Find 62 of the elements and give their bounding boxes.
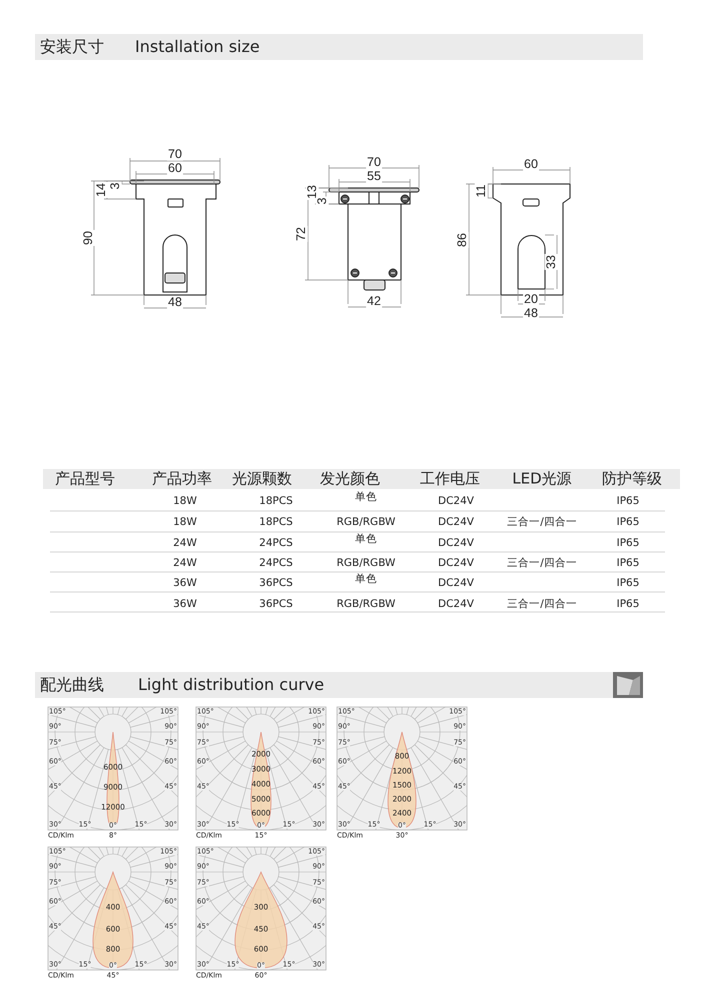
column-heading: 防护等级 xyxy=(602,472,662,486)
dimension-label: 13 xyxy=(306,184,318,200)
spec-value: DC24V xyxy=(438,558,474,568)
spec-value: DC24V xyxy=(438,538,474,548)
spec-value: 36W xyxy=(173,598,197,610)
spec-value: 24W xyxy=(173,538,197,548)
spec-value: 单色 xyxy=(355,574,377,584)
spec-value: DC24V xyxy=(438,598,474,610)
dimension-label: 55 xyxy=(366,170,382,182)
spec-value: 36PCS xyxy=(259,578,293,588)
spec-value: IP65 xyxy=(616,516,640,528)
spec-value: 18W xyxy=(173,496,197,506)
dimension-label: 3 xyxy=(108,182,122,190)
spec-value: 18PCS xyxy=(259,496,293,506)
dimension-label: 14 xyxy=(94,182,108,198)
column-heading: 产品型号 xyxy=(55,472,115,486)
dimension-label: 42 xyxy=(366,294,382,308)
spec-value: 18W xyxy=(173,516,197,528)
dimension-label: 72 xyxy=(294,226,308,242)
spec-value: IP65 xyxy=(616,538,640,548)
spec-value: 三合一/四合一 xyxy=(507,516,577,528)
column-heading: 产品功率 xyxy=(152,472,212,486)
spec-value: 24W xyxy=(173,558,197,568)
spec-value: 单色 xyxy=(355,534,377,544)
spec-value: 18PCS xyxy=(259,516,293,528)
section-title: Installation size xyxy=(135,39,260,55)
dimension-label: 11 xyxy=(474,184,488,198)
spec-value: IP65 xyxy=(616,558,640,568)
spec-value: 单色 xyxy=(355,492,377,502)
dimension-label: 3 xyxy=(316,196,328,206)
spec-value: RGB/RGBW xyxy=(336,516,396,528)
dimension-label: 20 xyxy=(523,292,539,306)
spec-value: 三合一/四合一 xyxy=(507,558,577,568)
dimension-label: 60 xyxy=(167,162,183,174)
column-heading: 发光颜色 xyxy=(320,472,380,486)
dimension-label: 48 xyxy=(167,296,183,308)
spec-value: RGB/RGBW xyxy=(336,558,396,568)
column-heading: 光源颗数 xyxy=(232,472,292,486)
section-title: 安装尺寸 xyxy=(40,39,104,55)
spec-value: IP65 xyxy=(616,598,640,610)
dimension-label: 70 xyxy=(366,156,382,168)
dimension-label: 33 xyxy=(544,254,558,270)
spec-value: DC24V xyxy=(438,496,474,506)
dimension-label: 48 xyxy=(523,306,539,320)
spec-value: 24PCS xyxy=(259,538,293,548)
section-title: 配光曲线 xyxy=(40,677,104,693)
section-title: Light distribution curve xyxy=(138,677,324,693)
spec-value: DC24V xyxy=(438,516,474,528)
dimension-label: 70 xyxy=(167,148,183,160)
dimension-label: 90 xyxy=(82,230,94,246)
column-heading: LED光源 xyxy=(512,472,572,486)
spec-value: IP65 xyxy=(616,578,640,588)
spec-value: DC24V xyxy=(438,578,474,588)
spec-value: 24PCS xyxy=(259,558,293,568)
spec-value: 36PCS xyxy=(259,598,293,610)
dimension-label: 60 xyxy=(523,158,539,170)
column-heading: 工作电压 xyxy=(420,472,480,486)
spec-value: 三合一/四合一 xyxy=(507,598,577,610)
spec-value: RGB/RGBW xyxy=(336,598,396,610)
dimension-label: 86 xyxy=(456,232,468,248)
spec-value: 36W xyxy=(173,578,197,588)
spec-value: IP65 xyxy=(616,496,640,506)
